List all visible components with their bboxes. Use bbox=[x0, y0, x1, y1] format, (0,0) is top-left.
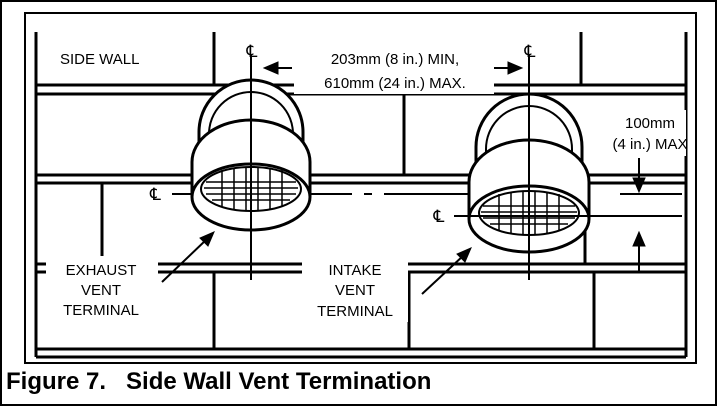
intake-top-centerline-symbol: ℄ bbox=[524, 42, 536, 61]
offset-dimension-arrows bbox=[620, 158, 682, 272]
exhaust-top-centerline-symbol: ℄ bbox=[246, 42, 258, 61]
intake-label-line2: VENT bbox=[335, 282, 375, 299]
intake-label-line1: INTAKE bbox=[328, 262, 381, 279]
exhaust-label-line2: VENT bbox=[81, 282, 121, 299]
horizontal-centerline-symbol: ℄ bbox=[149, 185, 161, 204]
side-wall-label: SIDE WALL bbox=[60, 51, 139, 68]
intake-label-line3: TERMINAL bbox=[317, 303, 393, 320]
min-spacing-label: 203mm (8 in.) MIN, bbox=[331, 51, 459, 68]
figure-caption: Figure 7. Side Wall Vent Termination bbox=[6, 368, 432, 395]
exhaust-label-line1: EXHAUST bbox=[66, 262, 137, 279]
offset-label-line1: 100mm bbox=[625, 115, 675, 132]
offset-label-line2: (4 in.) MAX bbox=[612, 136, 687, 153]
intake-label-bg bbox=[302, 256, 408, 322]
pointer-arrows bbox=[161, 231, 472, 295]
exhaust-label-bg bbox=[46, 256, 158, 318]
offset-label-bg bbox=[614, 110, 686, 156]
side-wall-label-bg bbox=[54, 44, 162, 72]
brick-wall bbox=[34, 32, 688, 359]
max-spacing-label: 610mm (24 in.) MAX. bbox=[324, 75, 466, 92]
dimension-label-bg bbox=[294, 46, 494, 94]
exhaust-label-line3: TERMINAL bbox=[63, 302, 139, 319]
intake-offset-centerline-symbol: ℄ bbox=[433, 207, 445, 226]
spacing-dimension-arrows bbox=[262, 61, 524, 75]
